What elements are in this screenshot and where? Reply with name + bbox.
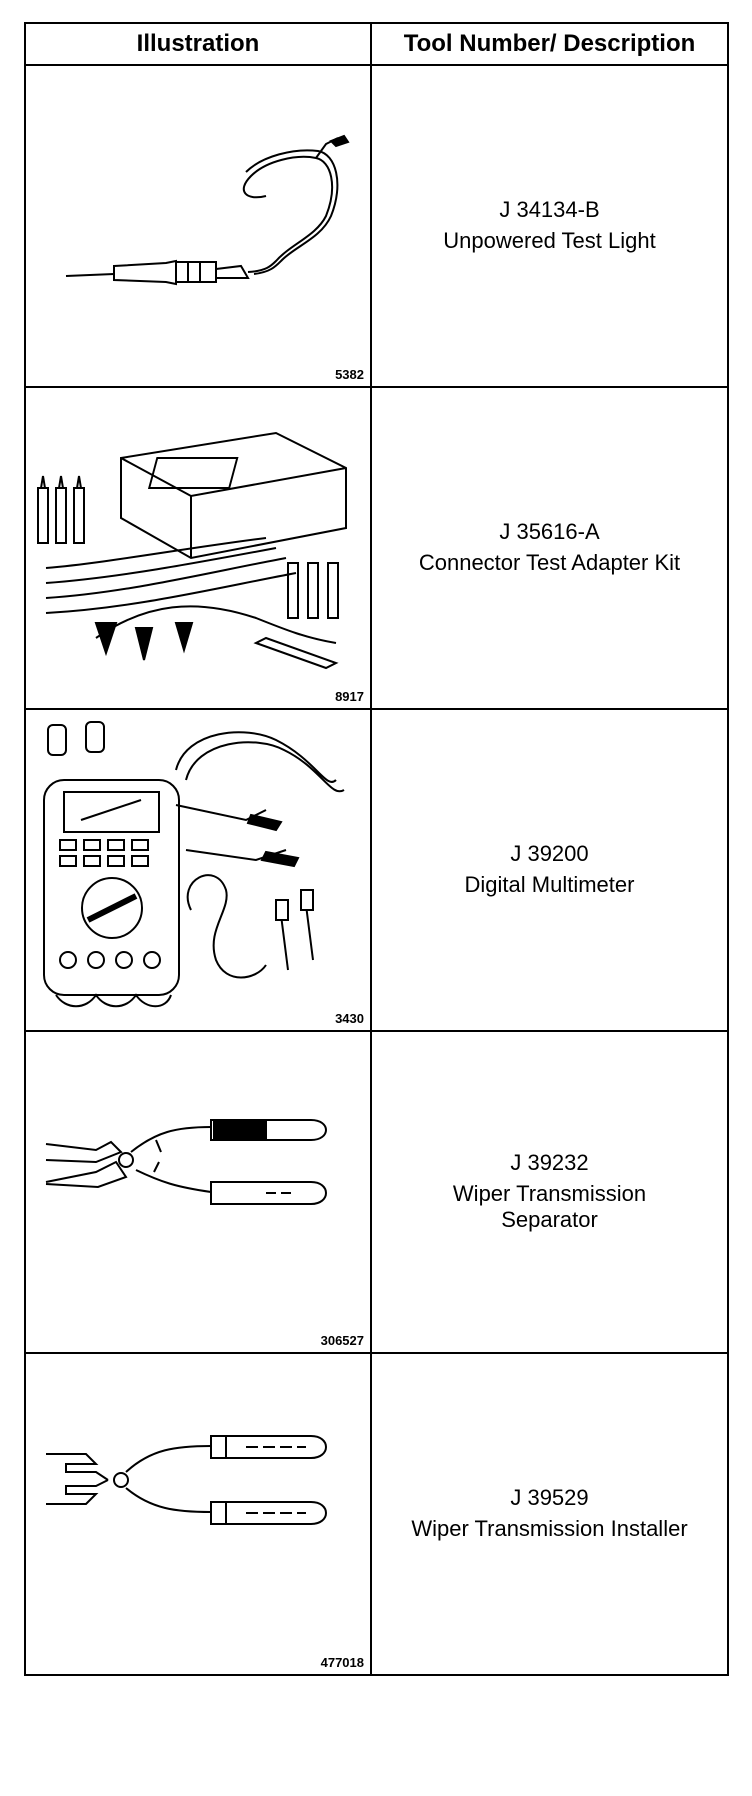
test-light-icon xyxy=(65,134,350,286)
tool-number: J 39529 xyxy=(510,1485,589,1511)
description-cell: J 35616-A Connector Test Adapter Kit xyxy=(370,386,729,710)
table-row: 8917 J 35616-A Connector Test Adapter Ki… xyxy=(24,386,729,710)
illustration-cell: 3430 xyxy=(24,708,372,1032)
table-row: 306527 J 39232 Wiper Transmission Separa… xyxy=(24,1030,729,1354)
illustration-cell: 306527 xyxy=(24,1030,372,1354)
tool-number: J 34134-B xyxy=(499,197,600,223)
separator-pliers-icon xyxy=(45,1119,327,1205)
tool-name: Digital Multimeter xyxy=(464,872,635,897)
figure-number: 306527 xyxy=(320,1333,364,1348)
tool-name: Wiper Transmission Separator xyxy=(452,1180,647,1233)
description-cell: J 39200 Digital Multimeter xyxy=(370,708,729,1032)
tool-number: J 35616-A xyxy=(499,519,600,545)
header-description: Tool Number/ Description xyxy=(370,22,729,66)
multimeter-icon xyxy=(43,721,345,1008)
description-cell: J 34134-B Unpowered Test Light xyxy=(370,64,729,388)
figure-number: 5382 xyxy=(335,367,364,382)
header-row: Illustration Tool Number/ Description xyxy=(24,22,729,66)
tool-name: Connector Test Adapter Kit xyxy=(418,550,681,575)
adapter-kit-icon xyxy=(37,431,347,670)
table-row: 3430 J 39200 Digital Multimeter xyxy=(24,708,729,1032)
table-row: 5382 J 34134-B Unpowered Test Light xyxy=(24,64,729,388)
description-cell: J 39529 Wiper Transmission Installer xyxy=(370,1352,729,1676)
header-illustration: Illustration xyxy=(24,22,372,66)
illustration-cell: 5382 xyxy=(24,64,372,388)
illustration-cell: 8917 xyxy=(24,386,372,710)
tool-number: J 39232 xyxy=(510,1149,589,1175)
figure-number: 3430 xyxy=(335,1011,364,1026)
description-cell: J 39232 Wiper Transmission Separator xyxy=(370,1030,729,1354)
tool-name: Wiper Transmission Installer xyxy=(411,1516,688,1541)
figure-number: 8917 xyxy=(335,689,364,704)
installer-pliers-icon xyxy=(46,1435,327,1525)
table-row: 477018 J 39529 Wiper Transmission Instal… xyxy=(24,1352,729,1676)
tool-table: Illustration Tool Number/ Description xyxy=(24,22,729,1676)
figure-number: 477018 xyxy=(320,1655,364,1670)
tool-name: Unpowered Test Light xyxy=(443,228,656,253)
illustration-cell: 477018 xyxy=(24,1352,372,1676)
tool-number: J 39200 xyxy=(510,841,589,867)
